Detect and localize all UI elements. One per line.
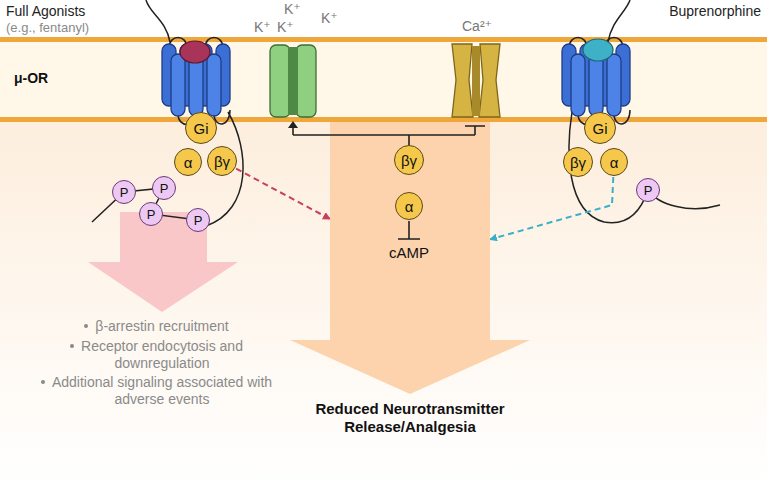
node-text: P <box>644 183 653 198</box>
ion-label: K⁺ <box>284 1 301 18</box>
effect-bullet: Additional signaling associated with adv… <box>47 374 277 408</box>
membrane-label: μ-OR <box>14 70 48 87</box>
effector-line <box>293 126 485 145</box>
node-text: P <box>160 181 169 196</box>
ion-label: Ca²⁺ <box>462 18 492 35</box>
effect-bullet: β-arrestin recruitment <box>47 318 277 335</box>
phosphate-circle: P <box>186 208 210 232</box>
alpha-subunit: α <box>600 148 628 176</box>
phosphate-circle: P <box>112 180 136 204</box>
node-text: βγ <box>401 152 417 169</box>
ligand-label: Full Agonists <box>6 3 85 20</box>
g-protein-circle: Gi <box>185 112 217 144</box>
effect-bullet: Receptor endocytosis and downregulation <box>47 338 277 372</box>
ion-label: K⁺ <box>254 19 271 36</box>
ligand-example: (e.g., fentanyl) <box>6 20 89 36</box>
node-text: βγ <box>570 154 586 171</box>
dashed-connector <box>490 177 613 239</box>
ligand-label: Buprenorphine <box>669 3 761 20</box>
outcome-label: Reduced Neurotransmitter Release/Analges… <box>300 400 520 436</box>
inhibit-line <box>398 221 420 239</box>
alpha-subunit: α <box>395 192 423 220</box>
signal-arrow: cAMP Reduced Neurotransmitter Release/Ana… <box>285 122 535 442</box>
betagamma-subunit: βγ <box>563 147 593 177</box>
alpha-subunit: α <box>174 148 202 176</box>
node-text: α <box>184 154 193 171</box>
node-text: βγ <box>214 153 230 170</box>
ion-label: K⁺ <box>321 10 338 27</box>
ion-label: K⁺ <box>277 19 294 36</box>
second-messenger: cAMP <box>389 244 429 262</box>
phosphate-circle: P <box>139 202 163 226</box>
node-text: Gi <box>593 120 608 137</box>
betagamma-subunit: βγ <box>394 145 424 175</box>
node-text: α <box>610 154 619 171</box>
g-protein-circle: Gi <box>584 112 616 144</box>
arrowhead <box>288 121 298 128</box>
betagamma-subunit: βγ <box>207 146 237 176</box>
arrow-body <box>290 122 530 394</box>
dashed-connector <box>236 169 330 219</box>
bullet-dot <box>70 344 74 348</box>
node-text: Gi <box>194 120 209 137</box>
phosphate-circle: P <box>152 176 176 200</box>
node-text: P <box>194 213 203 228</box>
phosphate-circle: P <box>636 178 660 202</box>
node-text: α <box>405 198 414 215</box>
node-text: P <box>120 185 129 200</box>
node-text: P <box>147 207 156 222</box>
